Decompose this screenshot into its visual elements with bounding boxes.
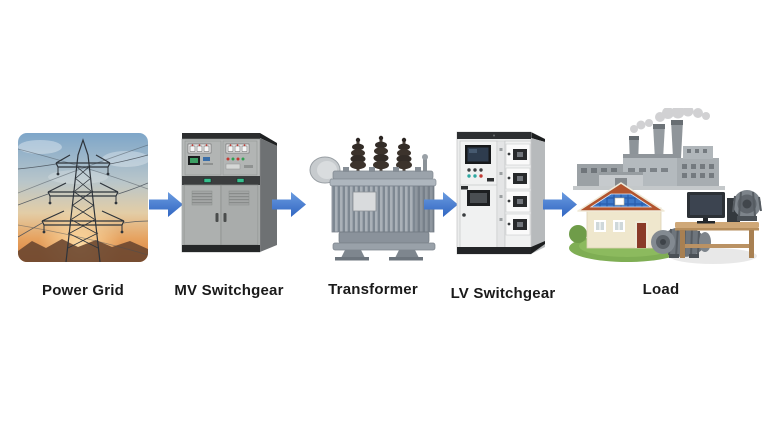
power-grid-label: Power Grid xyxy=(41,282,125,299)
flow-arrow-transformer-to-lv xyxy=(424,192,458,217)
mv-switchgear-label: MV Switchgear xyxy=(174,282,284,299)
lv-switchgear-node xyxy=(455,128,547,263)
flow-arrow-lv-to-load xyxy=(543,192,577,217)
load-label: Load xyxy=(642,281,680,298)
lv-switchgear-cabinet-icon xyxy=(456,131,545,255)
flow-arrow-grid-to-mv xyxy=(149,192,183,217)
transmission-towers-photo-icon xyxy=(18,133,148,262)
power-grid-node xyxy=(18,133,148,262)
transformer-label: Transformer xyxy=(328,281,418,298)
mv-switchgear-cabinet-icon xyxy=(181,133,277,253)
lv-switchgear-label: LV Switchgear xyxy=(450,285,556,302)
load-illustration-icon xyxy=(569,108,762,264)
flow-arrow-mv-to-transformer xyxy=(272,192,306,217)
mv-switchgear-node xyxy=(180,130,278,261)
oil-immersed-transformer-icon xyxy=(309,135,437,261)
transformer-node xyxy=(303,133,443,261)
load-node xyxy=(565,108,763,268)
